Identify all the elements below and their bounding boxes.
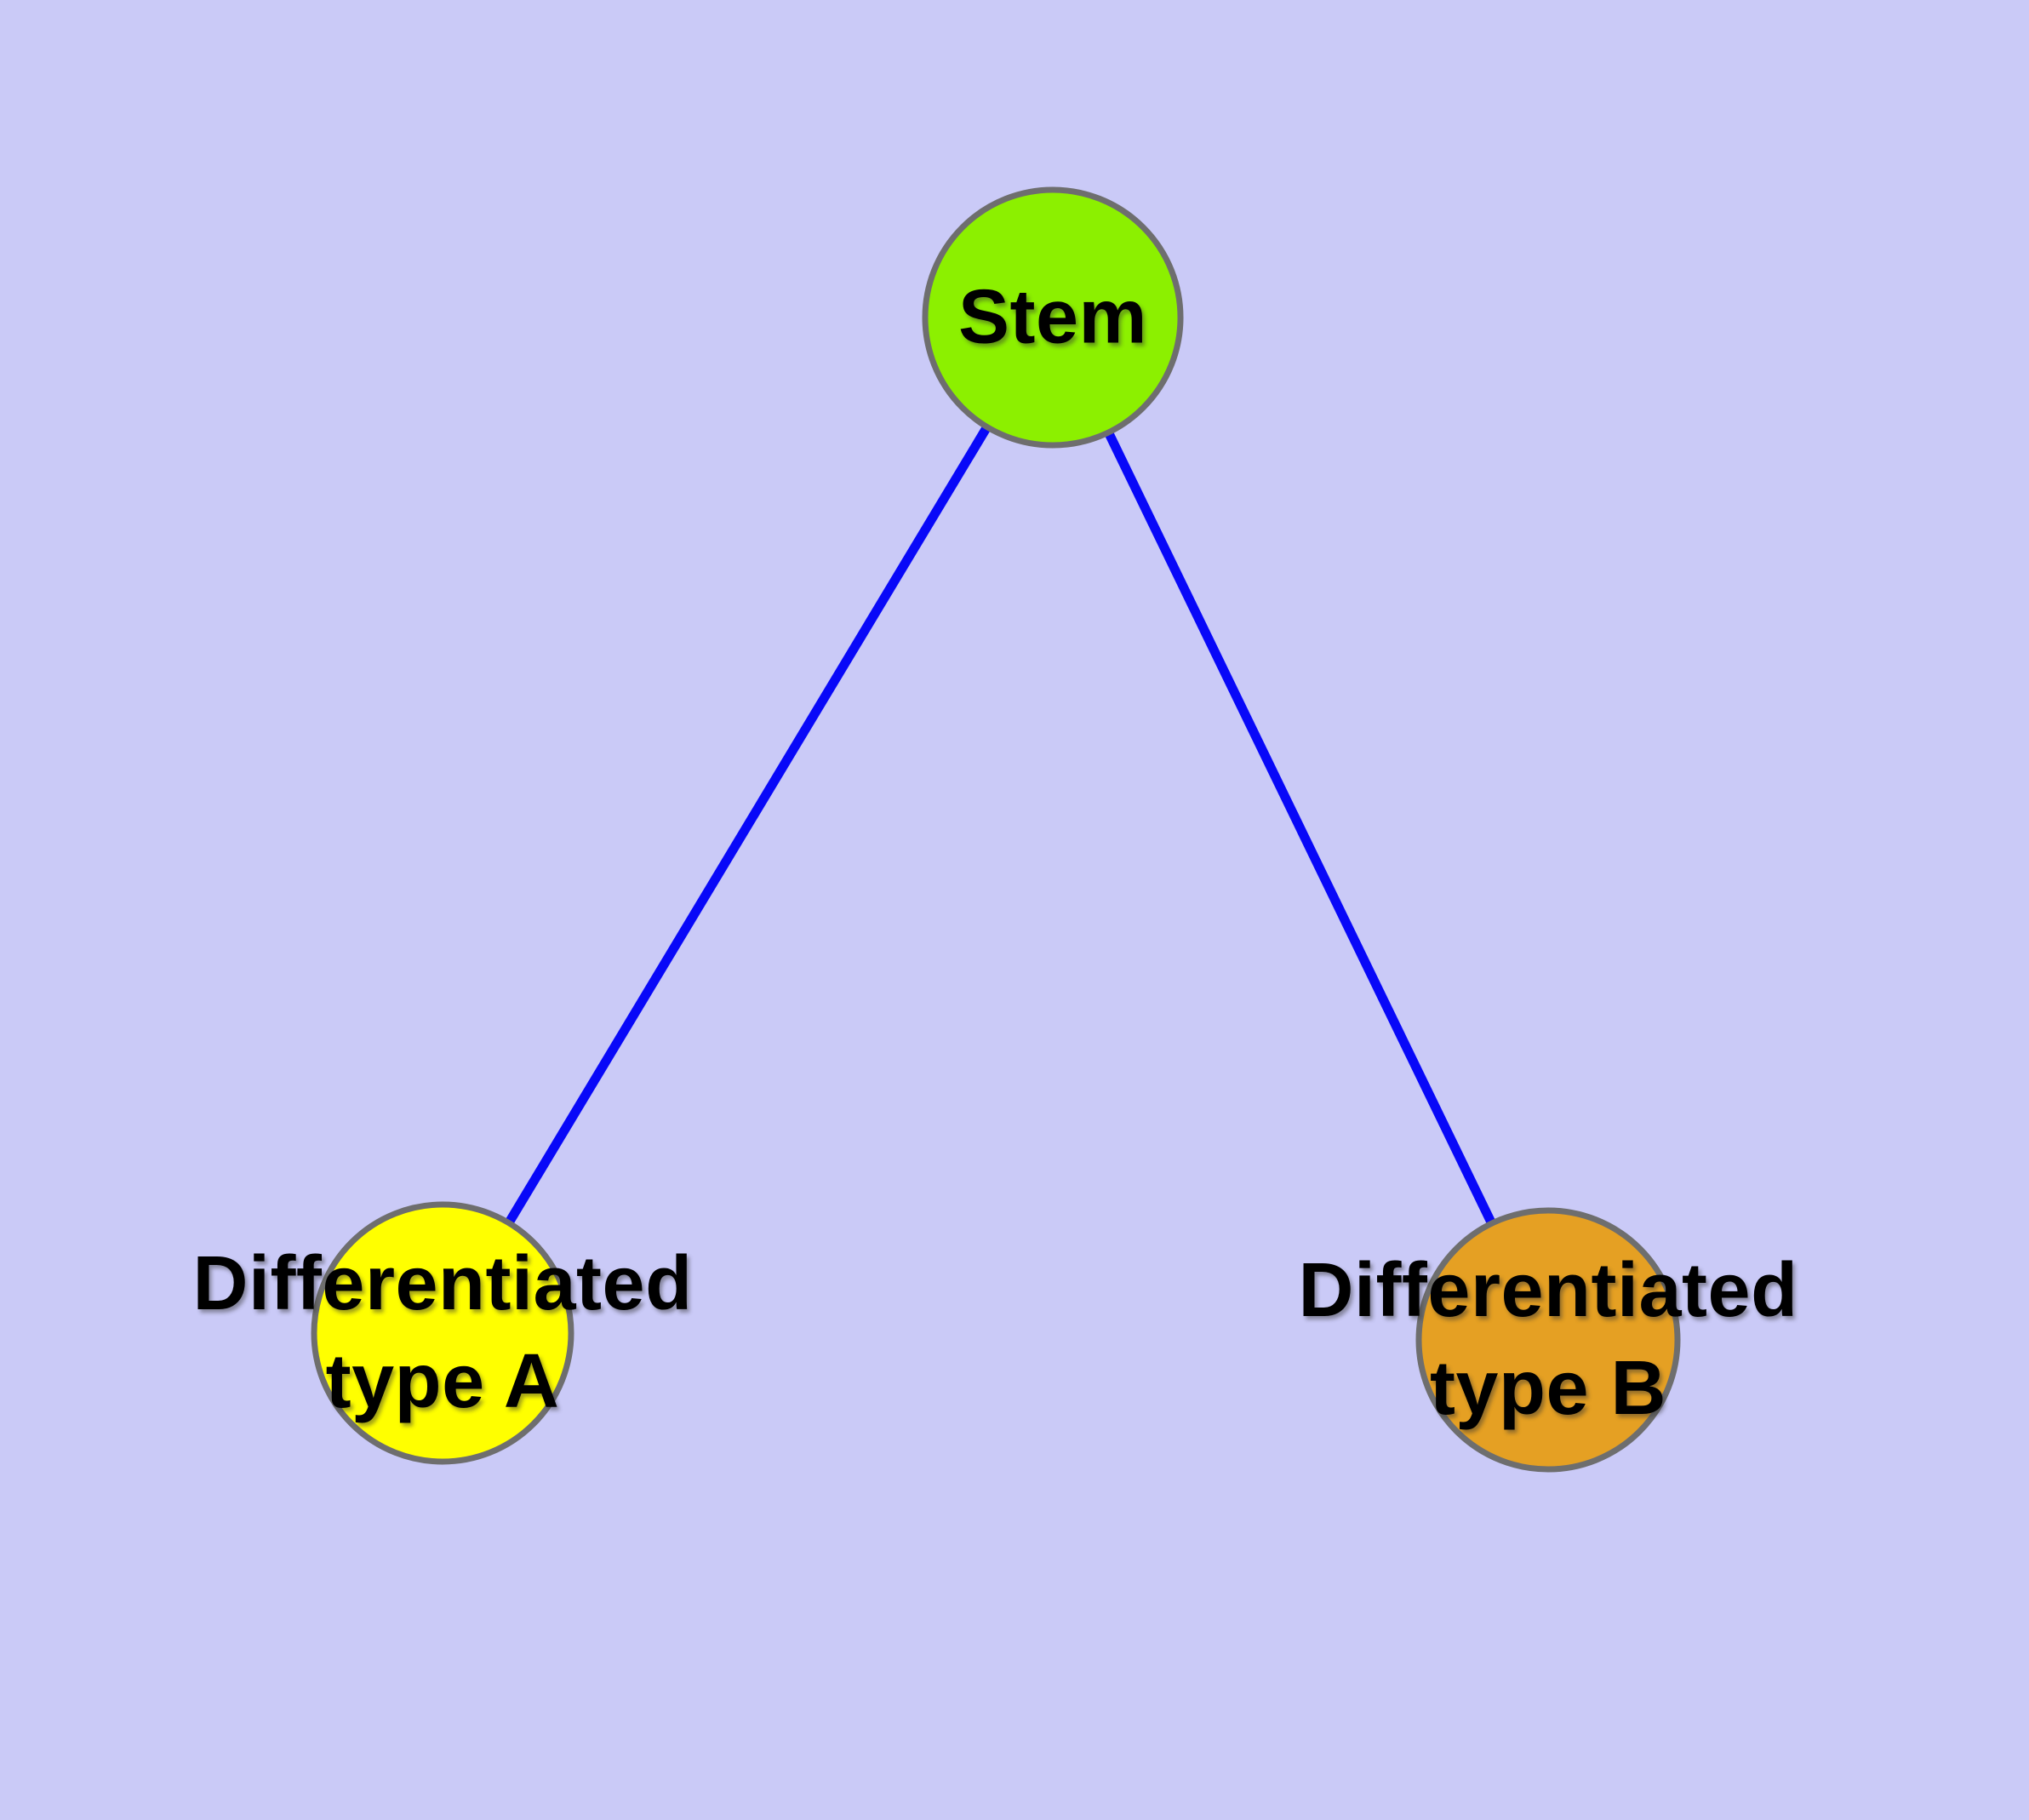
edge-stem-to-type-b	[1049, 315, 1552, 1342]
node-stem-circle[interactable]	[922, 186, 1184, 449]
edge-stem-to-type-a	[438, 315, 1057, 1336]
node-type-a-circle[interactable]	[311, 1201, 574, 1465]
node-type-b-circle[interactable]	[1415, 1207, 1681, 1473]
